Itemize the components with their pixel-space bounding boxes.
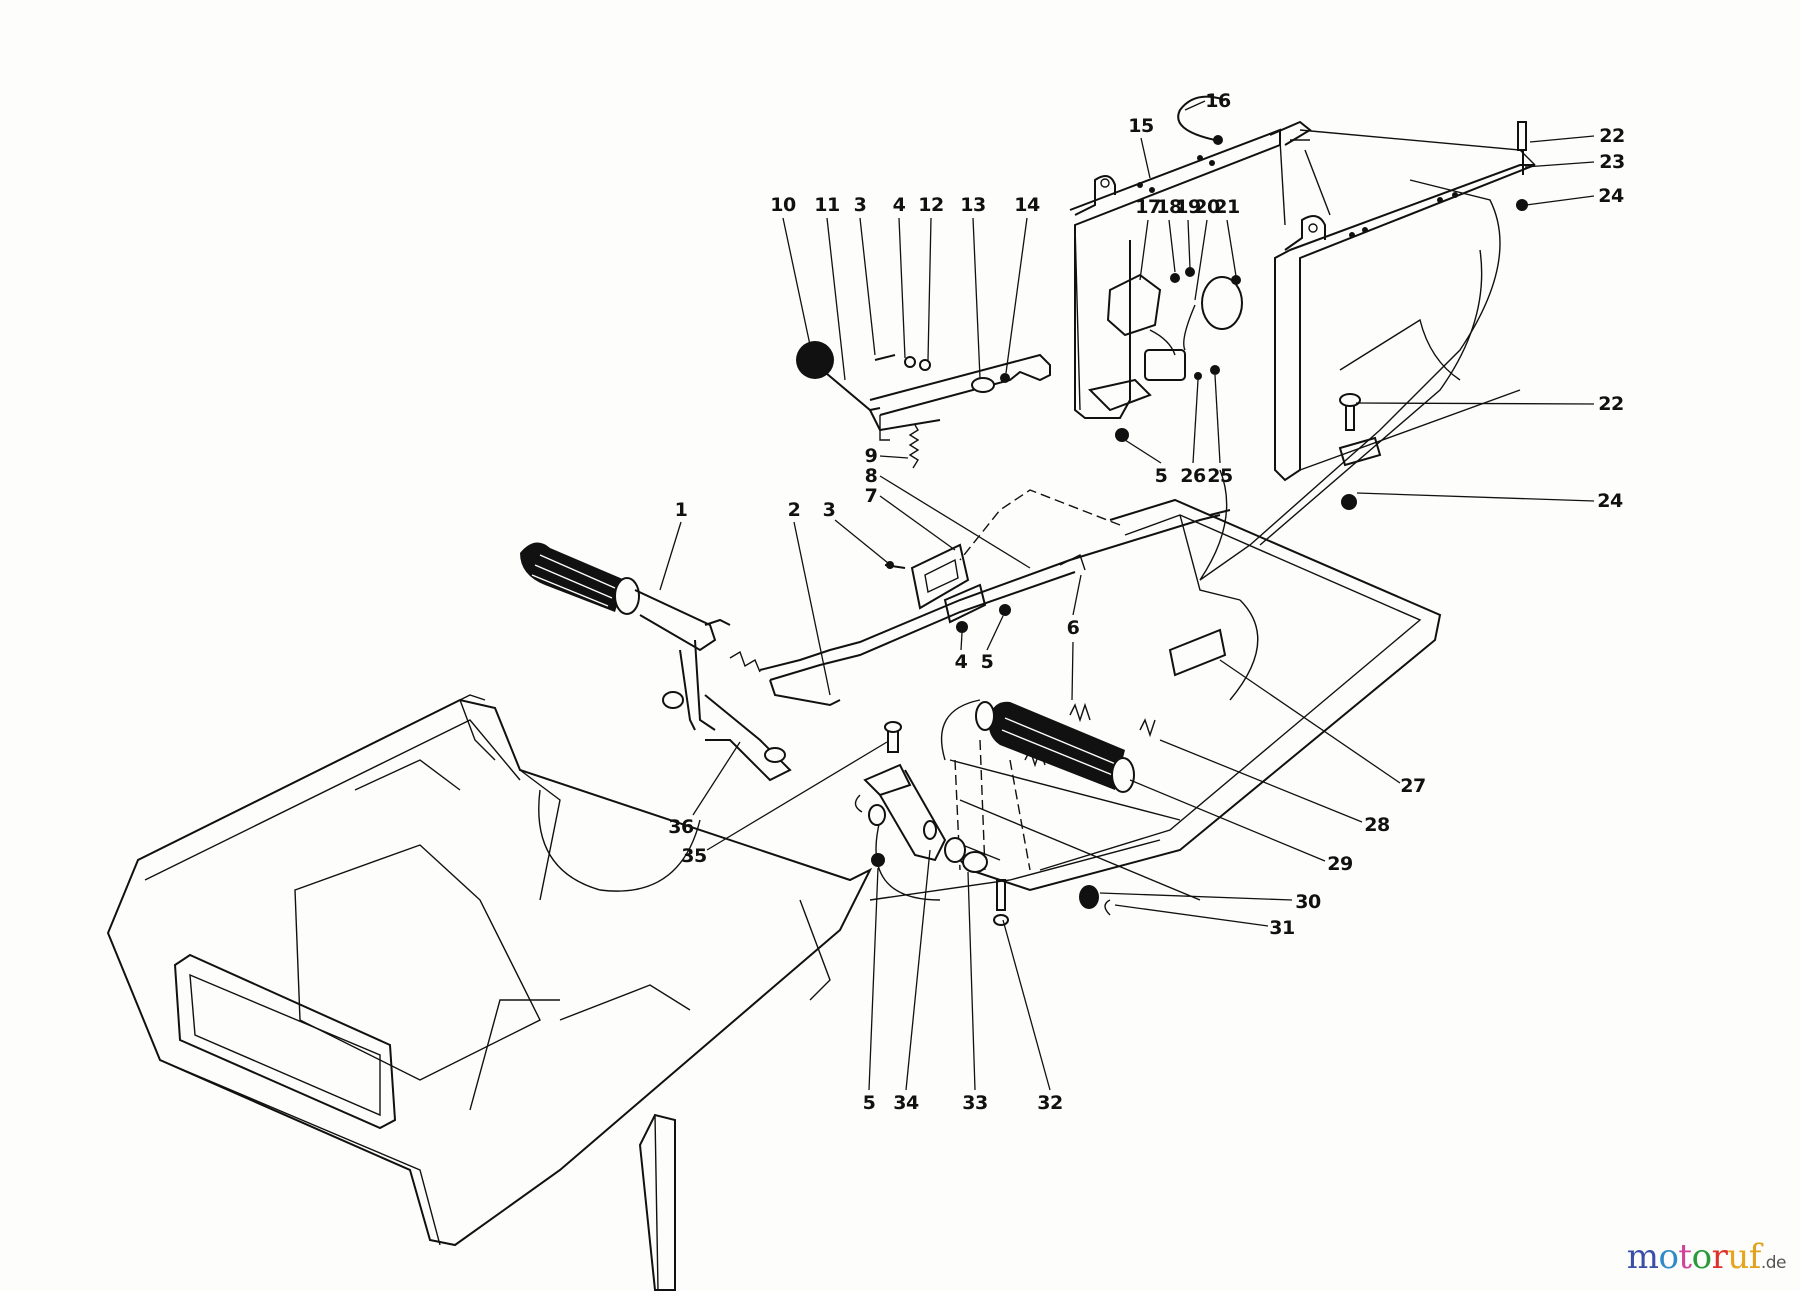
callout-17: 17 [1135,196,1161,218]
callout-26: 26 [1180,465,1206,487]
cable-clamp [1177,95,1226,145]
brake-bracket [854,721,1111,926]
callout-14: 14 [1014,194,1040,216]
callout-34: 34 [893,1092,919,1114]
linkage-rod [729,509,1231,707]
callout-5: 5 [1154,465,1168,487]
callout-23: 23 [1599,151,1625,173]
ignition-switch-assembly [1106,267,1243,442]
watermark-letter: f [1748,1237,1762,1277]
callout-18: 18 [1156,196,1182,218]
callout-7: 7 [864,485,878,507]
callout-28: 28 [1364,814,1390,836]
callout-27: 27 [1400,775,1426,797]
clutch-lever-grip [520,542,792,782]
callout-15: 15 [1128,115,1154,137]
watermark-logo: motoruf.de [1626,1237,1787,1277]
callout-1: 1 [674,499,688,521]
callout-22: 22 [1599,125,1625,147]
callout-2: 2 [787,499,801,521]
callout-20: 20 [1194,196,1220,218]
callout-35: 35 [681,845,707,867]
callout-29: 29 [1327,853,1353,875]
callout-11: 11 [814,194,840,216]
callout-16: 16 [1205,90,1231,112]
callout-31: 31 [1269,917,1295,939]
watermark-letter: m [1626,1237,1659,1277]
callout-22: 22 [1598,393,1624,415]
console-frame [1069,120,1536,482]
callout-3: 3 [822,499,836,521]
callout-19: 19 [1175,196,1201,218]
callout-4: 4 [954,651,968,673]
callout-32: 32 [1037,1092,1063,1114]
frame-bolts [1339,121,1528,510]
callout-5: 5 [980,651,994,673]
watermark-suffix: .de [1760,1253,1787,1273]
callout-10: 10 [770,194,796,216]
callout-33: 33 [962,1092,988,1114]
callout-24: 24 [1598,185,1624,207]
watermark-letter: o [1658,1237,1679,1277]
leader-lines [659,100,1595,1091]
callout-30: 30 [1295,891,1321,913]
callout-9: 9 [864,445,878,467]
callout-24: 24 [1597,490,1623,512]
watermark-letter: u [1727,1237,1749,1277]
callout-6: 6 [1066,617,1080,639]
watermark-letter: r [1711,1237,1728,1277]
watermark-letter: o [1691,1237,1712,1277]
callout-4: 4 [892,194,906,216]
callout-25: 25 [1207,465,1233,487]
callout-8: 8 [864,465,878,487]
callout-21: 21 [1214,196,1240,218]
watermark-letter: t [1678,1237,1692,1277]
callout-13: 13 [960,194,986,216]
shift-lever-assembly [796,341,1051,469]
callout-5: 5 [862,1092,876,1114]
callout-36: 36 [668,816,694,838]
callout-12: 12 [918,194,944,216]
callout-3: 3 [853,194,867,216]
footrest-pan [106,694,873,1291]
chassis-frame [869,179,1501,901]
